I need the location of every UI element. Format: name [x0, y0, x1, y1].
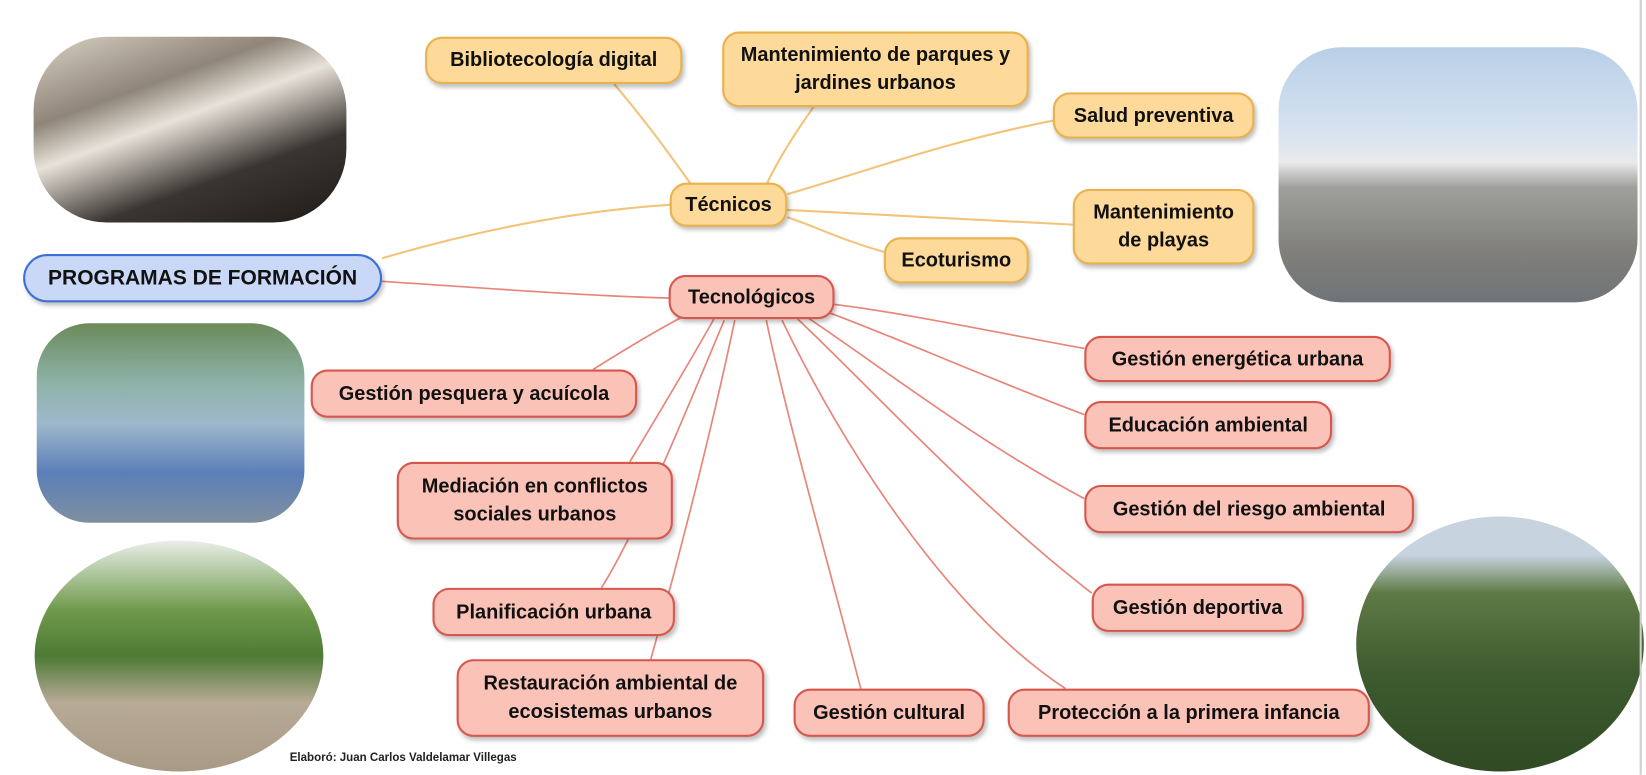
- photo-hill: [1356, 516, 1644, 772]
- node-bibliotecologia-digital[interactable]: Bibliotecología digital: [425, 36, 683, 84]
- node-mantenimiento-playas[interactable]: Mantenimiento de playas: [1072, 188, 1255, 265]
- connector-energetica: [834, 303, 1085, 350]
- photo-garden: [34, 540, 324, 772]
- connector-planificacion: [600, 319, 726, 589]
- connector-deportiva: [797, 318, 1093, 594]
- node-salud-preventiva[interactable]: Salud preventiva: [1052, 92, 1255, 139]
- node-proteccion-infancia[interactable]: Protección a la primera infancia: [1007, 688, 1370, 737]
- connector-ecoturismo: [786, 216, 885, 253]
- connector-educacion: [828, 312, 1085, 416]
- photo-beach: [1278, 47, 1638, 303]
- connector-pesquera: [592, 316, 683, 371]
- page-border: [1639, 0, 1642, 775]
- connector-parques: [765, 106, 815, 186]
- root-node[interactable]: PROGRAMAS DE FORMACIÓN: [23, 254, 383, 303]
- connector-riesgo: [807, 317, 1085, 500]
- node-educacion-ambiental[interactable]: Educación ambiental: [1084, 400, 1333, 450]
- node-gestion-deportiva[interactable]: Gestión deportiva: [1091, 583, 1304, 632]
- connector-proteccion: [781, 319, 1066, 690]
- node-mantenimiento-parques[interactable]: Mantenimiento de parques y jardines urba…: [722, 31, 1029, 108]
- node-mediacion-conflictos[interactable]: Mediación en conflictos sociales urbanos: [396, 461, 673, 540]
- photo-fisherman: [36, 323, 305, 523]
- connector-mediacion: [629, 318, 715, 463]
- author-credit: Elaboró: Juan Carlos Valdelamar Villegas: [289, 751, 517, 765]
- node-gestion-energetica[interactable]: Gestión energética urbana: [1084, 335, 1391, 383]
- connector-salud: [786, 119, 1054, 196]
- node-gestion-pesquera[interactable]: Gestión pesquera y acuícola: [310, 369, 638, 418]
- node-restauracion-ambiental[interactable]: Restauración ambiental de ecosistemas ur…: [456, 659, 765, 737]
- node-gestion-cultural[interactable]: Gestión cultural: [793, 688, 985, 737]
- node-tecnologicos[interactable]: Tecnológicos: [668, 275, 835, 320]
- connector-playas: [787, 208, 1073, 226]
- node-tecnicos[interactable]: Técnicos: [669, 182, 788, 227]
- connector-root-tecnicos: [381, 203, 672, 260]
- connector-biblioteca: [613, 83, 694, 188]
- connector-cultural: [765, 319, 862, 689]
- connector-root-tecnologicos: [382, 280, 672, 299]
- photo-study-table: [33, 36, 347, 223]
- node-planificacion-urbana[interactable]: Planificación urbana: [432, 587, 675, 637]
- node-gestion-riesgo[interactable]: Gestión del riesgo ambiental: [1084, 484, 1414, 534]
- node-ecoturismo[interactable]: Ecoturismo: [883, 237, 1029, 284]
